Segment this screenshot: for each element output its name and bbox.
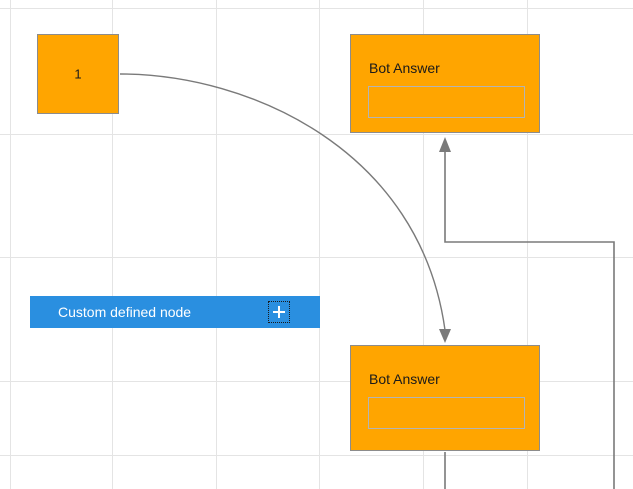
edge-node1-to-bot-bottom[interactable] xyxy=(119,73,451,343)
node-answer-field[interactable] xyxy=(368,397,525,429)
node-bot-answer-top[interactable]: Bot Answer xyxy=(350,34,540,133)
node-title-label: Bot Answer xyxy=(369,60,440,76)
node-numbered-1[interactable]: 1 xyxy=(37,34,119,114)
plus-icon[interactable] xyxy=(268,301,290,323)
node-bot-answer-bottom[interactable]: Bot Answer xyxy=(350,345,540,451)
node-number-label: 1 xyxy=(74,66,82,82)
edge-bot-bottom-to-bot-top[interactable] xyxy=(439,137,615,489)
custom-defined-node-label: Custom defined node xyxy=(58,304,192,320)
node-title-label: Bot Answer xyxy=(369,371,440,387)
custom-defined-node-bar[interactable]: Custom defined node xyxy=(30,296,320,328)
node-answer-field[interactable] xyxy=(368,86,525,118)
